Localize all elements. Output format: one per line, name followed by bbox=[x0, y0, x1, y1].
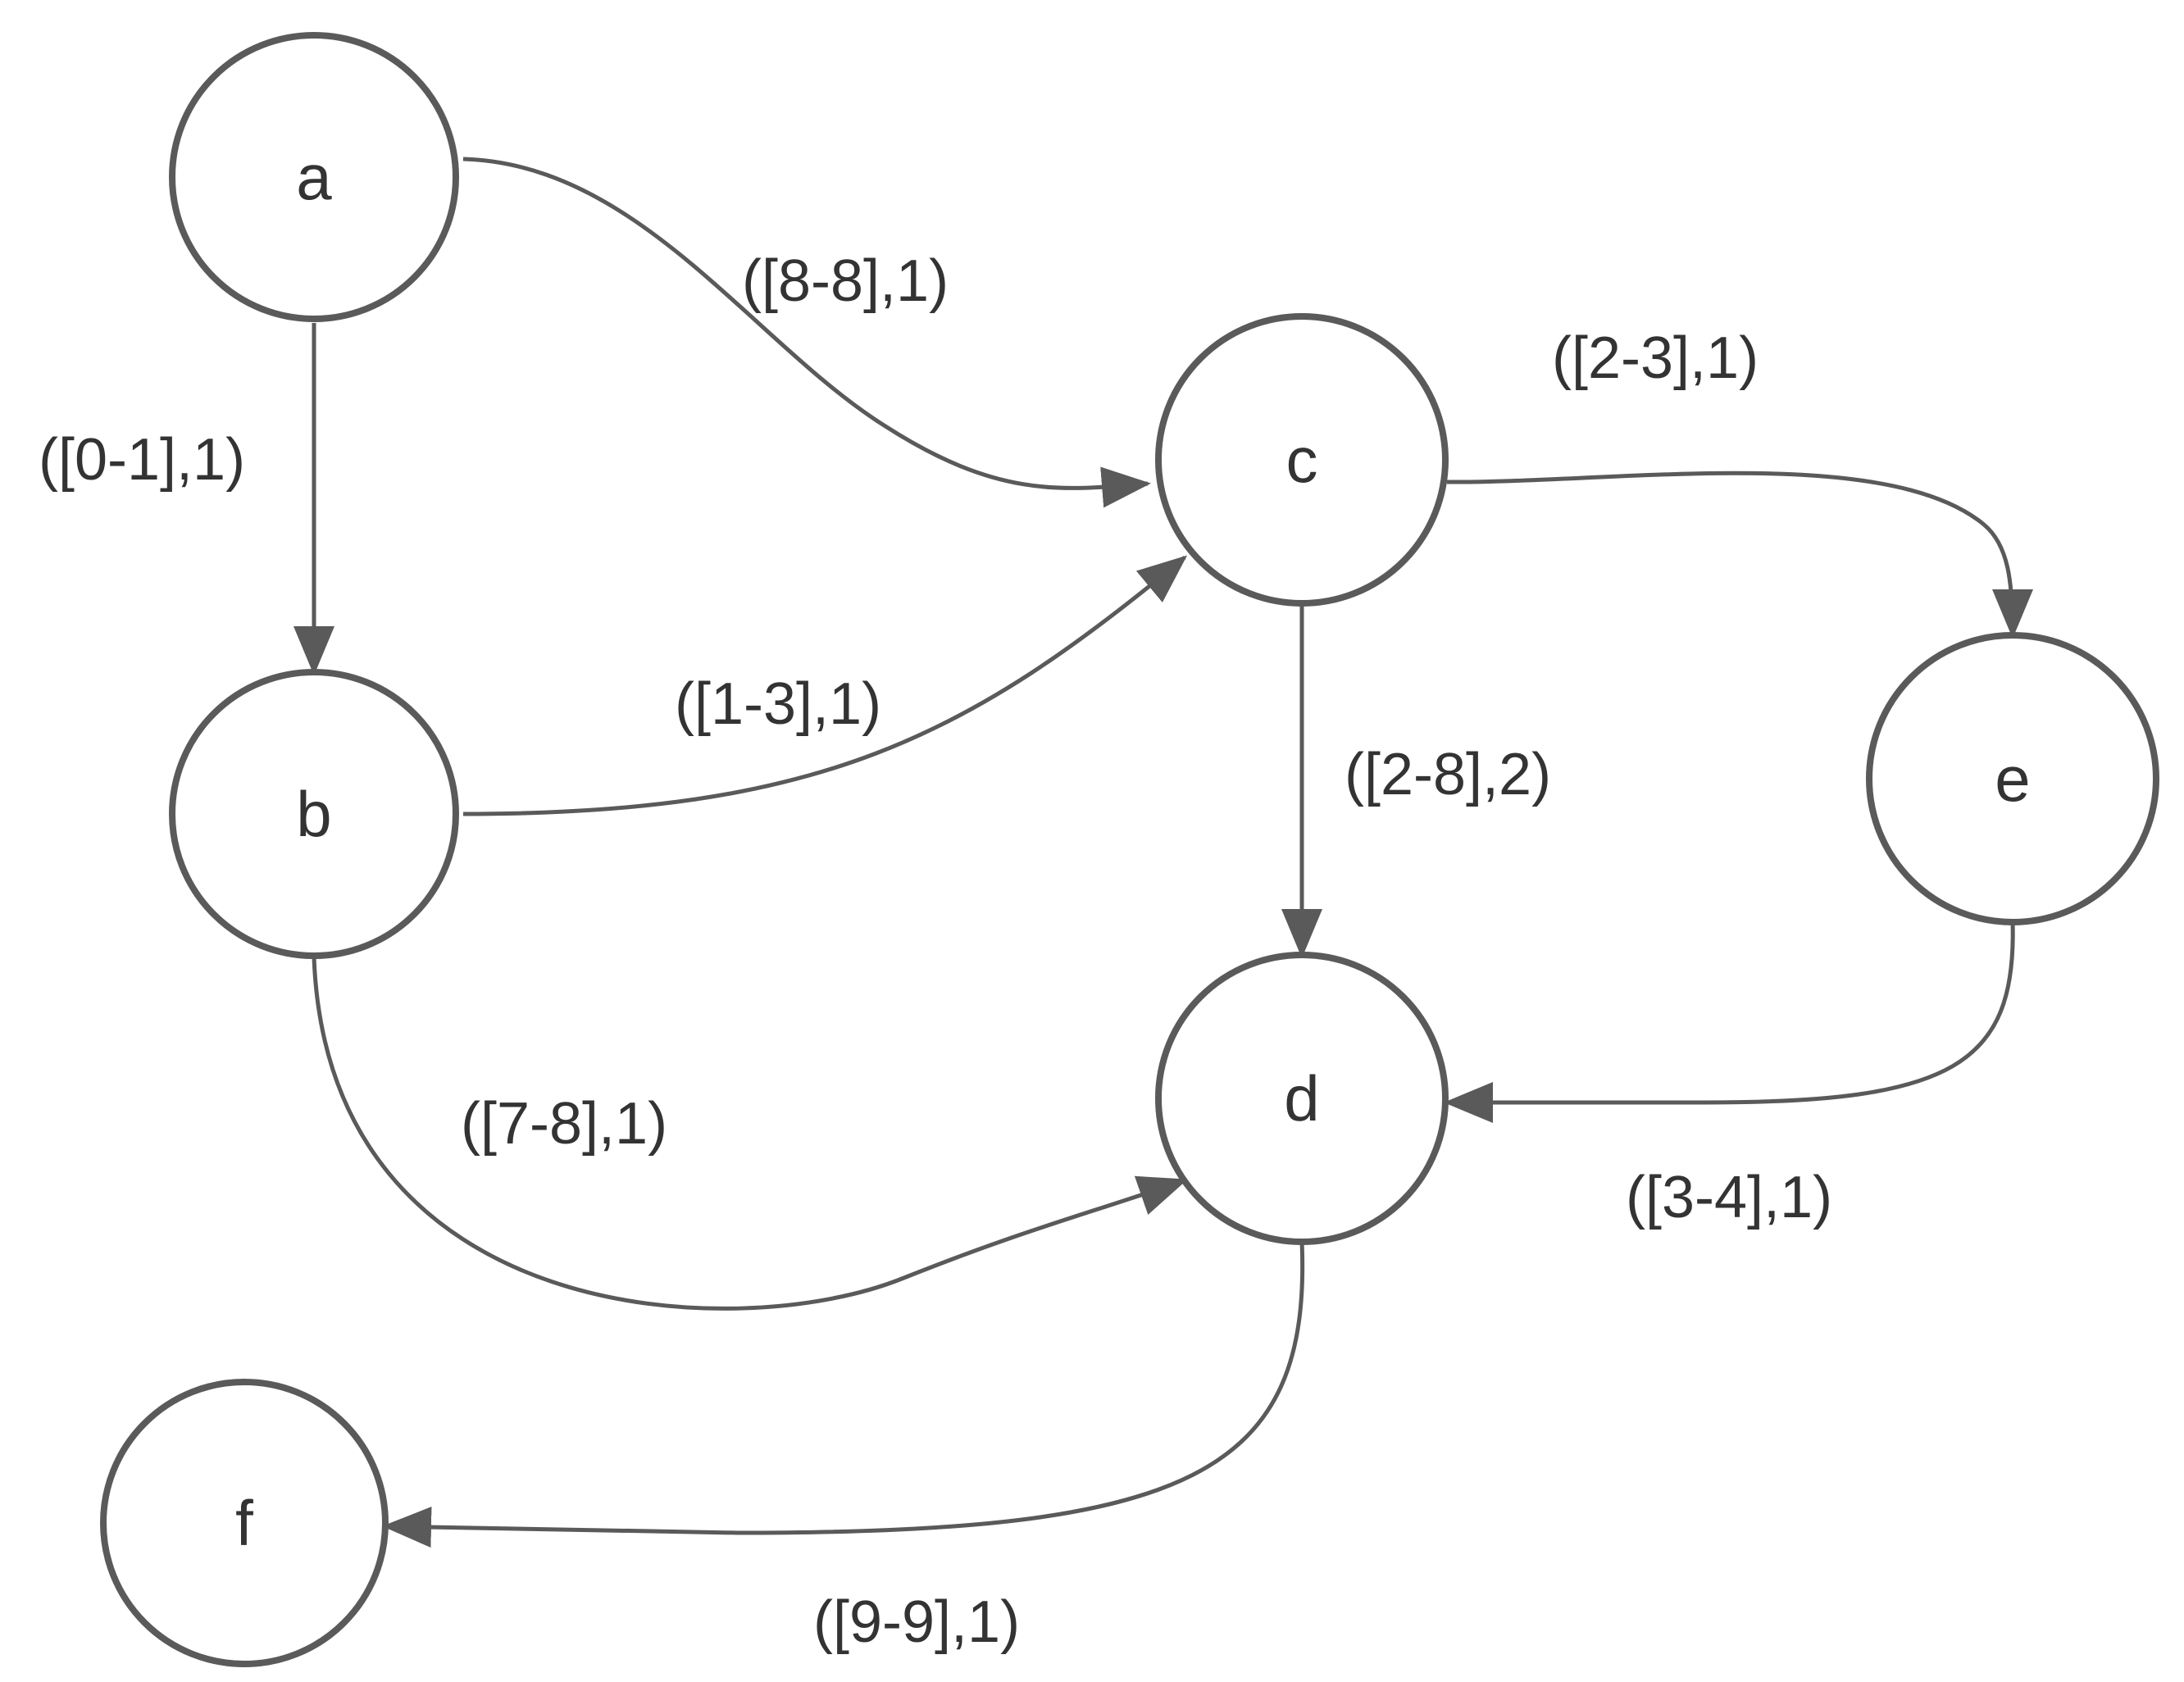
node-circle-e bbox=[1866, 632, 2159, 925]
edge-c-e: ([2-3],1) bbox=[1446, 325, 2033, 639]
node-label-a: a bbox=[296, 141, 332, 213]
edge-e-d: ([3-4],1) bbox=[1444, 921, 2015, 1230]
edge-b-c: ([1-3],1) bbox=[462, 555, 1188, 816]
node-e: e bbox=[1866, 632, 2159, 925]
node-label-c: c bbox=[1286, 424, 1318, 496]
node-circle-c bbox=[1155, 313, 1449, 607]
edge-b-d: ([7-8],1) bbox=[312, 957, 1188, 1311]
node-circle-a bbox=[169, 32, 459, 322]
node-b: b bbox=[169, 669, 459, 959]
node-circle-f bbox=[100, 1379, 389, 1667]
edge-line-d-f bbox=[382, 1241, 1305, 1548]
node-c: c bbox=[1155, 313, 1449, 607]
edge-line-b-c bbox=[462, 555, 1188, 816]
node-circle-d bbox=[1155, 952, 1449, 1245]
edge-d-f: ([9-9],1) bbox=[382, 1241, 1305, 1655]
edge-label-a-c: ([8-8],1) bbox=[742, 248, 949, 314]
edge-label-a-b: ([0-1],1) bbox=[39, 427, 245, 493]
edge-label-e-d: ([3-4],1) bbox=[1626, 1165, 1832, 1230]
node-circle-b bbox=[169, 669, 459, 959]
node-f: f bbox=[100, 1379, 389, 1667]
edge-label-c-d: ([2-8],2) bbox=[1345, 742, 1551, 807]
node-label-d: d bbox=[1284, 1062, 1319, 1134]
edge-line-e-d bbox=[1444, 921, 2015, 1123]
edge-label-b-d: ([7-8],1) bbox=[461, 1091, 667, 1157]
node-label-e: e bbox=[1995, 743, 2030, 815]
edge-c-d: ([2-8],2) bbox=[1281, 605, 1551, 958]
node-a: a bbox=[169, 32, 459, 322]
edge-label-d-f: ([9-9],1) bbox=[813, 1589, 1020, 1655]
node-d: d bbox=[1155, 952, 1449, 1245]
edge-a-b: ([0-1],1) bbox=[39, 323, 334, 675]
edge-label-c-e: ([2-3],1) bbox=[1552, 325, 1759, 391]
edge-a-c: ([8-8],1) bbox=[462, 157, 1151, 508]
nodes: a b c d e f bbox=[100, 32, 2159, 1667]
edge-line-a-c bbox=[462, 157, 1151, 508]
edges: ([0-1],1) ([8-8],1) ([1-3],1) ([2-3],1) … bbox=[39, 157, 2033, 1655]
node-label-b: b bbox=[296, 778, 331, 850]
node-label-f: f bbox=[235, 1487, 253, 1559]
edge-line-b-d bbox=[312, 957, 1188, 1311]
edge-label-b-c: ([1-3],1) bbox=[675, 671, 881, 737]
edge-line-c-e bbox=[1446, 471, 2033, 639]
